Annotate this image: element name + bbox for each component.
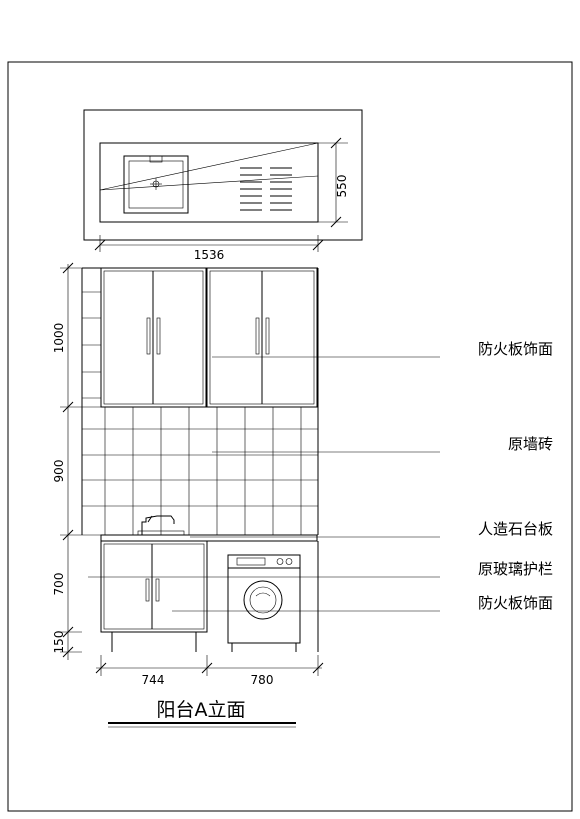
bottom-dimension-chain	[95, 655, 324, 676]
dim-plinth: 150	[52, 631, 66, 654]
plan-diagonal-b	[99, 175, 319, 191]
plan-view: 550 1536	[83, 109, 363, 262]
dim-total-width: 1536	[194, 248, 225, 262]
dim-left-bay: 744	[142, 673, 165, 687]
base-cabinet-handles	[145, 578, 160, 602]
base-cabinet	[100, 540, 208, 633]
dim-upper-cabinet: 1000	[52, 323, 66, 354]
label-glass-railing: 原玻璃护栏	[478, 560, 553, 578]
dim-right-bay: 780	[251, 673, 274, 687]
dim-tile-zone: 900	[52, 460, 66, 483]
plan-counter	[99, 142, 319, 223]
washing-machine	[227, 554, 301, 652]
upper-cabinet-handles	[146, 317, 270, 355]
left-dimension-chain	[60, 262, 82, 660]
plan-sink	[123, 155, 189, 214]
dim-base-cabinet: 700	[52, 573, 66, 596]
label-base-cabinet-finish: 防火板饰面	[478, 594, 553, 612]
label-upper-cabinet-finish: 防火板饰面	[478, 340, 553, 358]
dim-plan-depth: 550	[335, 175, 349, 198]
plan-diagonal-a	[99, 142, 319, 191]
faucet	[137, 515, 185, 536]
plan-washer-vent	[240, 167, 292, 211]
drawing-title: 阳台A立面	[157, 699, 246, 721]
label-wall-tile: 原墙砖	[508, 435, 553, 453]
leader-lines	[88, 356, 440, 612]
wall-tile-grid	[81, 406, 319, 536]
plan-outline	[83, 109, 363, 241]
elevation-view: 1000 900 700 150 744 780	[52, 262, 440, 687]
side-column-blocks	[82, 291, 101, 399]
cabinet-legs	[111, 632, 197, 652]
sheet-border	[7, 61, 573, 812]
countertop	[100, 534, 318, 542]
label-countertop: 人造石台板	[478, 520, 553, 538]
